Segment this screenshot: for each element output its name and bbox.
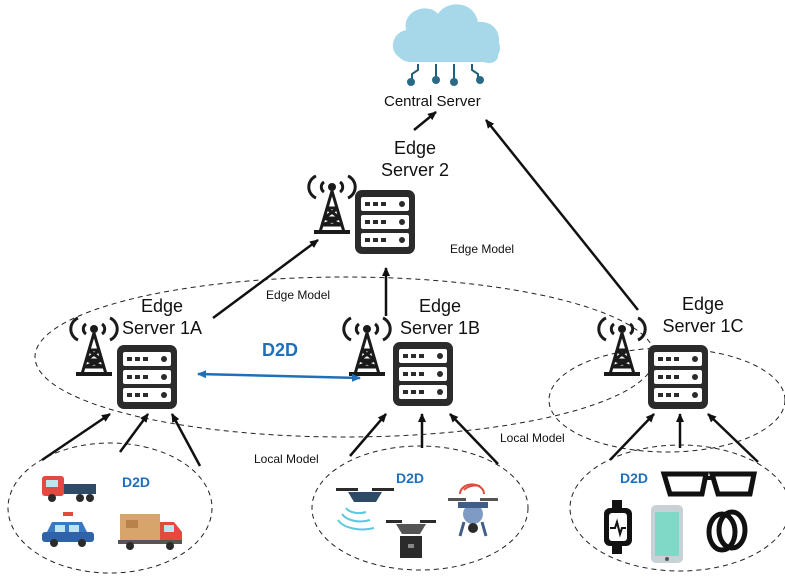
arrow-vehicles-2: [118, 413, 150, 453]
edge-server-2-line2: Server 2: [380, 159, 450, 180]
edge-server-2-line1: Edge: [393, 138, 437, 158]
edge-server-2-label: Edge Server 2: [370, 138, 460, 181]
arrow-1a-to-edge2: [212, 238, 319, 320]
vehicles-group-boundary: [7, 442, 213, 574]
server-icon-edge-1c: [648, 345, 708, 409]
cloud-icon: [392, 4, 500, 86]
local-model-label-left: Local Model: [254, 452, 319, 466]
glasses-icon: [660, 471, 758, 497]
edge-server-1a-line1: Edge: [140, 296, 184, 316]
edge-model-label-upper: Edge Model: [450, 242, 515, 256]
d2d-label-vehicles: D2D: [122, 474, 151, 490]
arrow-drones-3: [449, 413, 499, 465]
edge-model-label-lower: Edge Model: [266, 288, 331, 302]
smartphone-icon: [651, 505, 683, 563]
arrow-vehicles-3: [170, 413, 202, 467]
police-car-icon: [42, 512, 94, 547]
arrow-wearables-3: [707, 413, 759, 463]
server-icon-edge-1b: [393, 342, 453, 406]
drones-group-boundary: [311, 445, 529, 571]
smartwatch-icon: [604, 500, 632, 554]
smart-ring-icon: [706, 509, 748, 553]
tower-icon-edge-1b: [342, 316, 392, 378]
edge-server-1c-label: Edge Server 1C: [648, 294, 758, 337]
edge-server-1c-line2: Server 1C: [662, 315, 744, 336]
arrow-1c-to-central: [485, 119, 639, 311]
central-server-label: Central Server: [384, 93, 481, 110]
delivery-truck-icon: [118, 514, 182, 550]
edge-server-1b-line2: Server 1B: [399, 317, 481, 338]
tower-icon-edge-1a: [69, 316, 119, 378]
server-icon-edge-1a: [117, 345, 177, 409]
edge-server-1a-line2: Server 1A: [121, 317, 203, 338]
d2d-label-edge: D2D: [262, 340, 299, 360]
server-icon-edge-2: [355, 190, 415, 254]
tower-icon-edge-1c: [597, 316, 647, 378]
arrow-vehicles-1: [41, 412, 111, 462]
d2d-link-1a-1b: [197, 370, 361, 382]
camera-drone-icon: [448, 483, 498, 537]
edge-server-1b-label: Edge Server 1B: [390, 296, 490, 339]
arrow-wearables-1: [609, 413, 655, 461]
edge-server-1c-line1: Edge: [681, 294, 725, 314]
d2d-label-drones: D2D: [396, 470, 425, 486]
d2d-label-wearables: D2D: [620, 470, 649, 486]
delivery-drone-icon: [386, 520, 436, 558]
local-model-label-right: Local Model: [500, 431, 565, 445]
truck-icon: [42, 476, 96, 502]
edge-server-1b-line1: Edge: [418, 296, 462, 316]
arrow-edge2-to-central: [413, 111, 437, 131]
tower-icon-edge-2: [307, 174, 357, 236]
arrow-drones-1: [349, 413, 387, 457]
edge-server-1a-label: Edge Server 1A: [112, 296, 212, 339]
drone-icon-left: [336, 488, 394, 531]
